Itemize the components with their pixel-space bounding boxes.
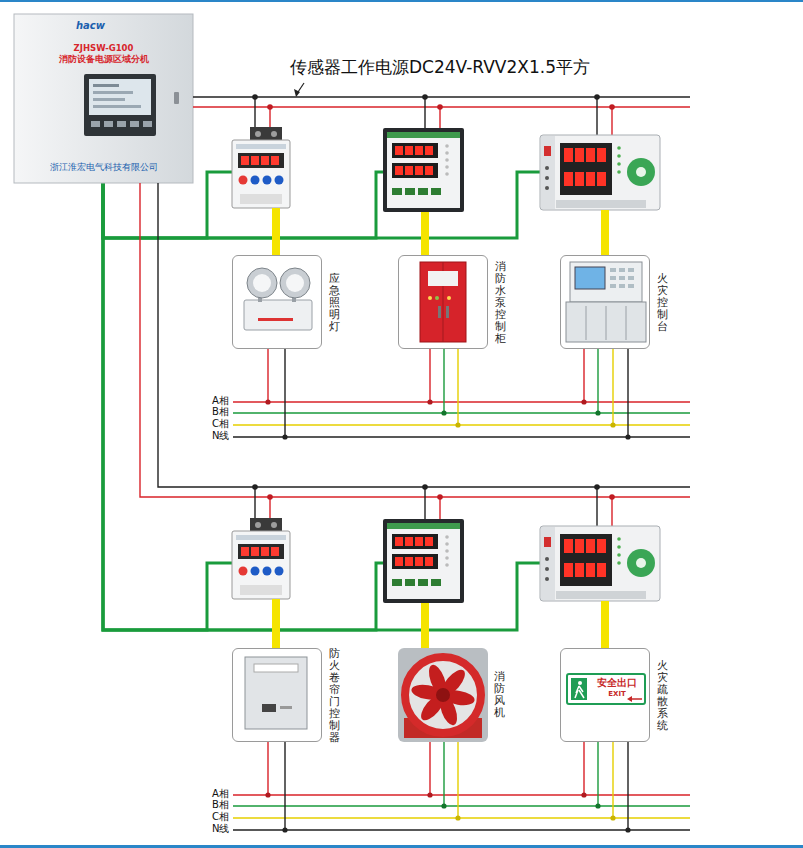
equipment-label: 应急照明灯 <box>329 273 340 333</box>
bus-lines <box>103 172 605 648</box>
phase-label: C相 <box>212 812 229 822</box>
bottom-rule <box>0 845 803 848</box>
phase-label: N线 <box>212 824 229 834</box>
phase-label: A相 <box>212 789 229 799</box>
equipment-box: 火灾疏散系统安全出口EXIT <box>560 648 650 742</box>
signal-cable <box>272 208 609 648</box>
sign-text: EXIT <box>608 690 626 698</box>
phase-label: C相 <box>212 419 229 429</box>
equipment-label: 火灾疏散系统 <box>657 660 668 733</box>
phase-label: A相 <box>212 396 229 406</box>
phase-dots <box>265 399 630 832</box>
equipment-label: 火灾控制台 <box>657 273 668 333</box>
equipment-box: 消防水泵控制柜 <box>398 255 488 349</box>
emergency-light-picture <box>244 268 312 330</box>
cabinet-body <box>14 14 193 183</box>
phase-label: N线 <box>212 431 229 441</box>
brand-logo: hacw <box>76 20 105 32</box>
top-rule <box>0 0 803 2</box>
sensor-module <box>540 135 660 210</box>
phase-label: B相 <box>212 800 229 810</box>
fire-fan-picture <box>398 648 488 742</box>
sensor-power-wires <box>140 97 690 526</box>
equipment-box: 火灾控制台 <box>560 255 650 349</box>
model-number: ZJHSW-G100 <box>74 44 134 54</box>
phase-label: B相 <box>212 407 229 417</box>
equipment-box: 消防风机 <box>398 648 488 742</box>
phase-lines <box>233 349 690 830</box>
sensor-module <box>232 127 290 208</box>
exit-sign-picture <box>567 674 645 704</box>
equipment-label: 防火卷帘门控制器 <box>329 648 340 745</box>
bus-connector <box>103 183 425 648</box>
sensor-module <box>383 128 464 212</box>
company-name: 浙江淮宏电气科技有限公司 <box>50 162 158 172</box>
annotation-arrow <box>294 83 304 97</box>
product-name: 消防设备电源区域分机 <box>59 55 149 65</box>
sign-text: 安全出口 <box>597 677 637 689</box>
equipment-box: 防火卷帘门控制器 <box>232 648 322 742</box>
equipment-label: 消防风机 <box>494 671 505 719</box>
pump-cabinet-picture <box>420 262 466 342</box>
area-unit-cabinet: hacwZJHSW-G100消防设备电源区域分机浙江淮宏电气科技有限公司 <box>14 14 193 183</box>
equipment-box: 应急照明灯 <box>232 255 322 349</box>
fire-console-picture <box>566 262 646 342</box>
equipment-label: 消防水泵控制柜 <box>495 261 506 346</box>
annotation-text: 传感器工作电源DC24V-RVV2X1.5平方 <box>290 59 590 76</box>
bus-connector <box>103 183 605 648</box>
shutter-controller-picture <box>245 657 307 729</box>
bus-connector <box>103 172 605 255</box>
